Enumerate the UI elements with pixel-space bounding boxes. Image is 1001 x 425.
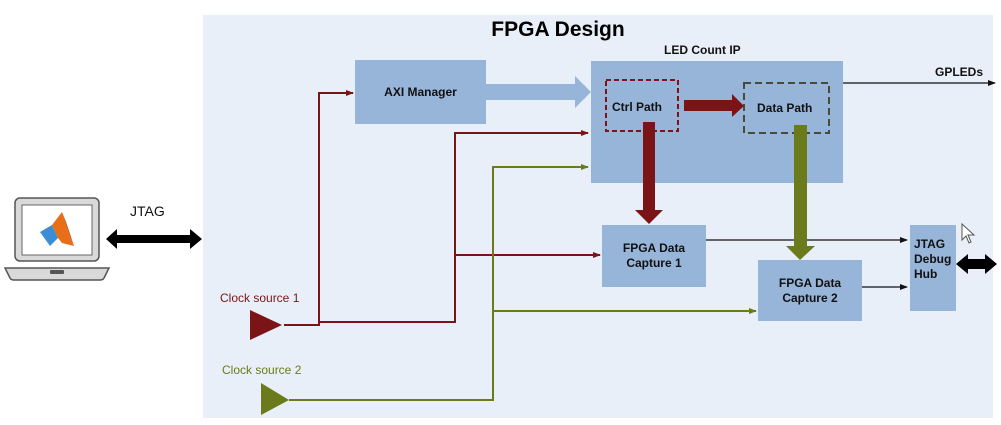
clock1-wires <box>284 90 601 326</box>
jtag-host-link-arrow <box>106 229 202 249</box>
gpleds-label: GPLEDs <box>935 65 984 79</box>
capture1-block: FPGA Data Capture 1 <box>602 225 706 287</box>
jtag-link-label: JTAG <box>130 203 165 219</box>
capture1-label: FPGA Data Capture 1 <box>622 241 686 270</box>
capture2-label: FPGA Data Capture 2 <box>778 275 842 305</box>
jtag-debug-hub-label: JTAG Debug Hub <box>914 237 952 281</box>
led-count-ip-label: LED Count IP <box>664 43 741 57</box>
axi-manager-label: AXI Manager <box>384 84 457 99</box>
data-path-label: Data Path <box>757 101 813 115</box>
clock-source-1-icon <box>250 310 282 340</box>
jtag-debug-hub-block: JTAG Debug Hub <box>910 225 956 311</box>
clock-source-2-icon <box>261 383 289 415</box>
laptop-matlab-icon <box>3 197 111 281</box>
axi-manager-block: AXI Manager <box>355 60 486 124</box>
led-count-ip-block <box>591 61 843 183</box>
clock2-wires <box>289 164 757 401</box>
capture2-block: FPGA Data Capture 2 <box>758 260 862 321</box>
diagram-title: FPGA Design <box>491 18 625 41</box>
clock-source-1-label: Clock source 1 <box>220 291 300 305</box>
ctrl-path-label: Ctrl Path <box>612 100 663 114</box>
axi-to-ip-arrow <box>486 76 591 108</box>
clock-source-2-label: Clock source 2 <box>222 363 302 377</box>
